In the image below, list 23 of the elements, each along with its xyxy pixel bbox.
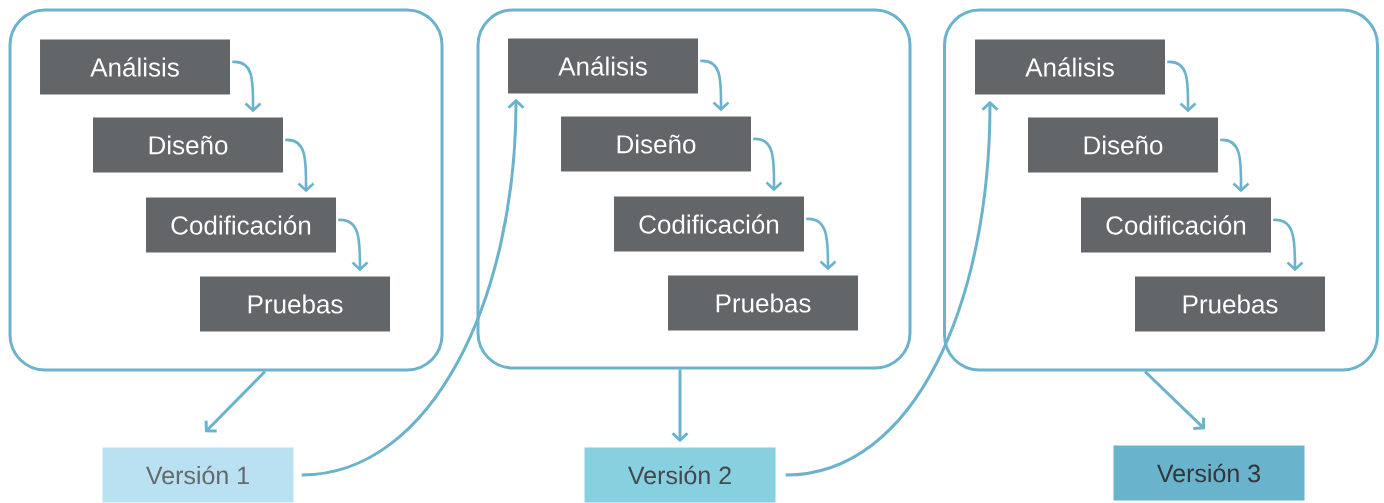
process-box: Análisis	[975, 39, 1165, 95]
version-box: Versión 3	[1113, 445, 1305, 501]
arrow	[785, 100, 999, 477]
group-box	[476, 8, 912, 370]
arrow	[671, 369, 689, 443]
arrow	[204, 370, 267, 433]
process-box: Diseño	[1028, 117, 1218, 173]
process-box: Codificación	[146, 197, 336, 253]
process-box: Codificación	[614, 196, 804, 252]
process-box: Análisis	[508, 38, 698, 94]
process-box: Análisis	[40, 39, 230, 95]
arrow	[1143, 370, 1206, 430]
group-box	[8, 8, 444, 372]
process-box: Diseño	[561, 116, 751, 172]
process-box: Pruebas	[668, 275, 858, 331]
process-box: Pruebas	[1135, 276, 1325, 332]
process-box: Pruebas	[200, 276, 390, 332]
process-box: Diseño	[93, 117, 283, 173]
version-box: Versión 2	[584, 447, 776, 503]
arrow	[301, 98, 525, 477]
version-box: Versión 1	[102, 447, 294, 503]
group-box	[943, 8, 1379, 372]
process-box: Codificación	[1081, 197, 1271, 253]
